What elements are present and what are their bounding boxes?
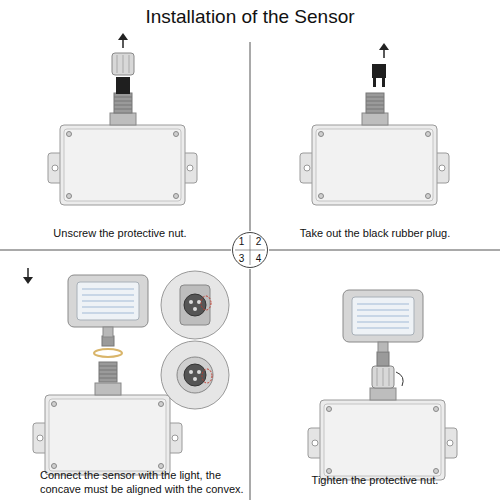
divider-line (269, 250, 500, 251)
title: Installation of the Sensor (0, 6, 500, 28)
step-caption: Take out the black rubber plug. (275, 226, 475, 240)
step-number: 4 (250, 250, 267, 267)
step-number: 1 (233, 233, 250, 250)
divider-line (250, 269, 251, 500)
step-caption: Unscrew the protective nut. (20, 226, 220, 240)
circle-cross (233, 233, 267, 267)
step-number: 2 (250, 233, 267, 250)
divider-line (0, 250, 231, 251)
step-caption: Tighten the protective nut. (275, 473, 475, 487)
sensor-connection (23, 268, 229, 475)
divider-line (250, 42, 251, 231)
step-number: 3 (233, 250, 250, 267)
step-number-circle: 1234 (232, 232, 268, 268)
step-caption: Connect the sensor with the light, the c… (40, 468, 250, 496)
junction-box (300, 43, 449, 205)
junction-box (48, 33, 197, 205)
sensor-installed (308, 290, 457, 480)
